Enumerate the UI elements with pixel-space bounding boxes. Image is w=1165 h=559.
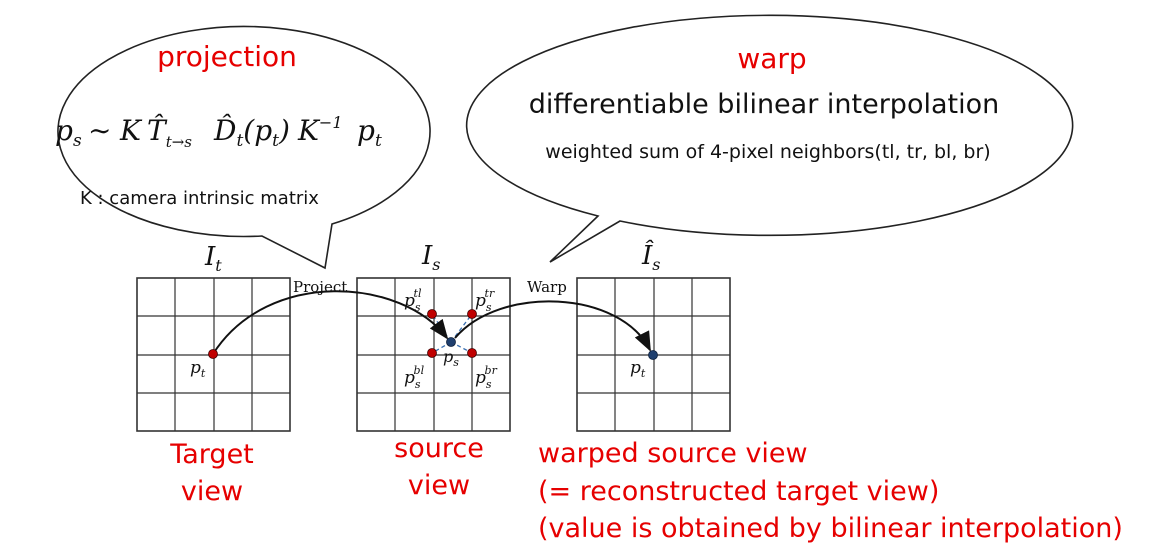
warp-arrow-label: Warp bbox=[527, 278, 567, 296]
warped-caption: warped source view (= reconstructed targ… bbox=[538, 438, 1123, 544]
source-point-tr-label: pstr bbox=[475, 287, 495, 314]
target-grid-symbol: It bbox=[204, 242, 222, 275]
warp-title: warp bbox=[737, 42, 806, 75]
source-point-center-label: ps bbox=[443, 347, 459, 369]
project-arrow-label: Project bbox=[293, 278, 347, 296]
source-point-tr bbox=[467, 309, 477, 319]
projection-bubble-shape bbox=[57, 25, 431, 270]
project-arrow bbox=[212, 290, 449, 355]
svg-text:D̂t(pt): D̂t(pt) bbox=[213, 114, 290, 151]
source-caption: source view bbox=[394, 433, 484, 501]
warped-point bbox=[648, 350, 658, 360]
source-point-br-label: psbr bbox=[475, 364, 498, 391]
source-point-bl-label: psbl bbox=[404, 364, 425, 391]
warp-arrow bbox=[454, 300, 651, 352]
target-point-label: pt bbox=[190, 358, 206, 380]
svg-text:source: source bbox=[394, 433, 484, 464]
projection-note: K : camera intrinsic matrix bbox=[80, 188, 319, 209]
source-point-bl bbox=[427, 348, 437, 358]
source-point-tl bbox=[427, 309, 437, 319]
warp-subtitle: differentiable bilinear interpolation bbox=[529, 89, 999, 120]
svg-text:Target: Target bbox=[169, 439, 254, 470]
svg-text:view: view bbox=[408, 470, 470, 501]
svg-text:K−1: K−1 bbox=[297, 113, 343, 147]
svg-text:ps: ps bbox=[55, 114, 82, 151]
svg-text:∼: ∼ bbox=[88, 114, 111, 147]
target-caption: Target view bbox=[169, 439, 254, 507]
source-grid-symbol: Is bbox=[421, 241, 441, 274]
svg-text:(= reconstructed target view): (= reconstructed target view) bbox=[538, 476, 939, 507]
source-point-br bbox=[467, 348, 477, 358]
svg-text:view: view bbox=[181, 476, 243, 507]
svg-text:(value is obtained by bilinear: (value is obtained by bilinear interpola… bbox=[538, 513, 1123, 544]
source-point-tl-label: pstl bbox=[404, 287, 422, 314]
warp-note: weighted sum of 4-pixel neighbors(tl, tr… bbox=[545, 141, 990, 163]
svg-text:T̂t→s: T̂t→s bbox=[147, 114, 192, 151]
svg-text:pt: pt bbox=[357, 114, 382, 151]
source-point-center bbox=[446, 337, 456, 347]
warp-bubble: warp differentiable bilinear interpolati… bbox=[465, 14, 1074, 263]
warped-point-label: pt bbox=[630, 358, 646, 380]
svg-text:warped source view: warped source view bbox=[538, 438, 808, 469]
projection-bubble: projection ps ∼ K T̂t→s D̂t(pt) K−1 pt K… bbox=[55, 25, 431, 270]
warp-bubble-shape bbox=[465, 14, 1074, 263]
projection-title: projection bbox=[157, 40, 297, 73]
target-point bbox=[208, 349, 218, 359]
warped-grid-symbol: Îs bbox=[641, 239, 661, 274]
svg-text:K: K bbox=[119, 114, 143, 147]
projection-formula: ps ∼ K T̂t→s D̂t(pt) K−1 pt bbox=[55, 113, 382, 151]
